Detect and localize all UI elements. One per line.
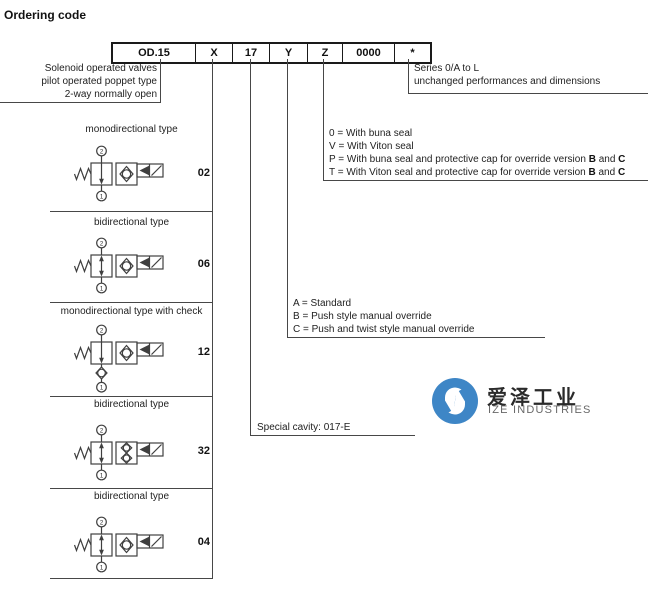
valve-code: 06 — [197, 258, 210, 270]
section-label: bidirectional type — [93, 491, 170, 502]
flow-arrow-down-icon — [99, 549, 104, 556]
check-valve-icon — [120, 452, 133, 465]
code-cell-model: OD.15 — [113, 44, 196, 62]
spring-icon — [73, 537, 92, 553]
product-line: Solenoid operated valves — [44, 63, 157, 74]
override-option: A = Standard — [293, 298, 352, 309]
section-divider — [50, 302, 213, 303]
port-1-label: 1 — [100, 194, 104, 200]
product-line: pilot operated poppet type — [41, 76, 157, 87]
valve-code: 32 — [197, 445, 210, 457]
flow-arrow-down-icon — [99, 270, 104, 277]
flow-arrow-up-icon — [99, 442, 104, 449]
port-2-label: 2 — [100, 428, 104, 434]
valve-schematic-bidirectional-double-check-icon: 2 1 — [73, 424, 164, 481]
port-1-circle — [96, 282, 107, 294]
ize-logo-icon — [432, 378, 478, 424]
section-label: bidirectional type — [93, 217, 170, 228]
cavity-note: Special cavity: 017-E — [257, 422, 351, 433]
flow-arrow-down-icon — [99, 457, 104, 464]
underline-override — [287, 337, 545, 338]
flow-arrow-down-icon — [99, 357, 104, 364]
underline-cavity — [250, 435, 415, 436]
code-cell-override: Y — [270, 44, 308, 62]
section-label: monodirectional type with check — [60, 306, 203, 317]
code-cell-cavity: 17 — [233, 44, 270, 62]
override-option: C = Push and twist style manual override — [293, 324, 475, 335]
code-cell-voltage: 0000 — [343, 44, 395, 62]
port-2-label: 2 — [100, 520, 104, 526]
underline-product — [0, 102, 161, 103]
port-2-label: 2 — [100, 328, 104, 334]
valve-code: 02 — [197, 167, 210, 179]
check-valve-icon — [119, 165, 134, 183]
port-1-circle — [96, 561, 107, 573]
logo-chinese-text: 爱泽工业 — [487, 387, 579, 409]
port-2-circle — [96, 324, 107, 336]
spring-icon — [73, 345, 92, 361]
valve-schematic-bidirectional-icon: 2 1 — [73, 516, 164, 573]
port-1-circle — [96, 381, 107, 393]
connector-line-product — [160, 59, 161, 102]
series-note: Series 0/A to L unchanged performances a… — [414, 62, 600, 88]
check-valve-icon — [119, 344, 134, 362]
section-label: bidirectional type — [93, 399, 170, 410]
underline-seal — [323, 180, 648, 181]
seal-option: 0 = With buna seal — [329, 128, 413, 139]
valve-schematic-monodirectional-icon: 2 1 — [73, 145, 164, 202]
valve-schematic-bidirectional-icon: 2 1 — [73, 237, 164, 294]
port-1-circle — [96, 469, 107, 481]
section-divider — [50, 488, 213, 489]
ordering-code-table: OD.15 X 17 Y Z 0000 * — [111, 42, 432, 64]
port-2-label: 2 — [100, 241, 104, 247]
port-1-label: 1 — [100, 386, 104, 392]
connector-line-override — [287, 59, 288, 337]
connector-line-cavity — [250, 59, 251, 435]
port-1-label: 1 — [100, 286, 104, 292]
seal-option: V = With Viton seal — [329, 141, 414, 152]
product-description: Solenoid operated valves pilot operated … — [10, 62, 157, 101]
section-divider — [50, 578, 213, 579]
check-valve-icon — [119, 257, 134, 275]
connector-line-valve-type — [212, 59, 213, 578]
port-2-circle — [96, 516, 107, 528]
section-divider — [50, 211, 213, 212]
override-options: A = Standard B = Push style manual overr… — [293, 297, 474, 336]
connector-line-series — [408, 59, 409, 93]
connector-line-seal — [323, 59, 324, 180]
product-line: 2-way normally open — [64, 89, 157, 100]
code-cell-type: X — [196, 44, 233, 62]
valve-schematic-monodirectional-check-icon: 2 1 — [73, 324, 164, 393]
flow-arrow-up-icon — [99, 255, 104, 262]
section-label: monodirectional type — [85, 124, 178, 135]
flow-arrow-up-icon — [99, 534, 104, 541]
port-2-circle — [96, 424, 107, 436]
code-cell-series: * — [410, 47, 415, 59]
section-divider — [50, 396, 213, 397]
port-1-circle — [96, 190, 107, 202]
seal-options: 0 = With buna seal V = With Viton seal P… — [329, 127, 625, 179]
series-line: unchanged performances and dimensions — [414, 76, 601, 87]
code-cell-seal: Z — [308, 44, 343, 62]
check-valve-icon — [119, 536, 134, 554]
valve-code: 12 — [197, 346, 210, 358]
logo-english-text: IZE INDUSTRIES — [488, 404, 592, 416]
page-title: Ordering code — [4, 8, 87, 22]
seal-option: T = With Viton seal and protective cap f… — [329, 167, 626, 178]
override-option: B = Push style manual override — [293, 311, 432, 322]
series-line: Series 0/A to L — [414, 63, 480, 74]
spring-icon — [73, 166, 92, 182]
port-2-label: 2 — [100, 149, 104, 155]
flow-arrow-down-icon — [99, 178, 104, 185]
spring-icon — [73, 258, 92, 274]
valve-code: 04 — [197, 536, 210, 548]
seal-option: P = With buna seal and protective cap fo… — [329, 154, 626, 165]
port-1-label: 1 — [100, 565, 104, 571]
spring-icon — [73, 445, 92, 461]
underline-series — [408, 93, 648, 94]
port-1-label: 1 — [100, 473, 104, 479]
